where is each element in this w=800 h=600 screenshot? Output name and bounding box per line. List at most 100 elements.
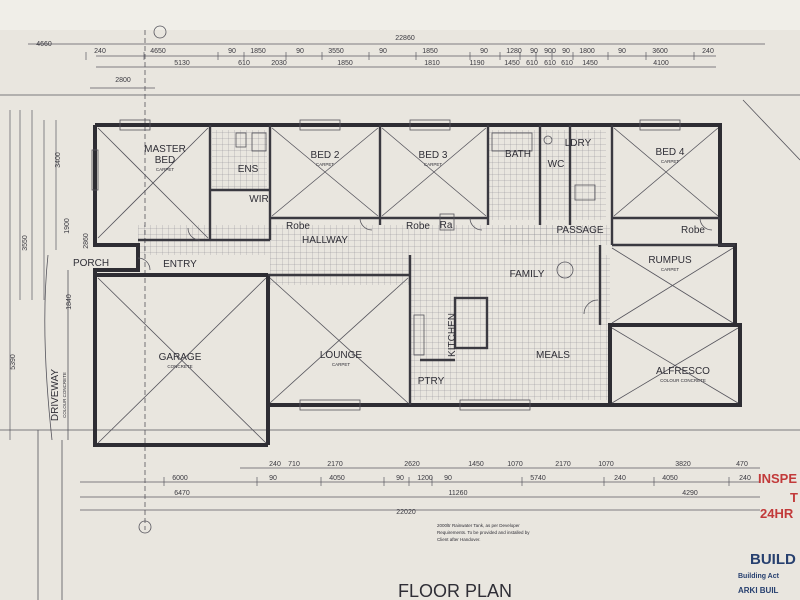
room-label-family: FAMILY: [510, 269, 545, 280]
rainwater-tank-note: 2000ltr Rainwater Tank, as per Developer: [437, 523, 520, 528]
room-label-master-bed: MASTER: [144, 144, 186, 155]
room-label-bed-2: BED 2: [311, 150, 340, 161]
dimension-top-row2: 1450: [582, 60, 598, 67]
dimension-bottom-row2: 90: [269, 475, 277, 482]
dimension-top-row1: 90: [228, 48, 236, 55]
dimension-top-row1: 240: [94, 48, 106, 55]
floor-plan-title: FLOOR PLAN: [398, 581, 512, 600]
dimension-bottom-row2: 1200: [417, 475, 433, 482]
dimension-top-row1: 1280: [506, 48, 522, 55]
driveway-edge: [44, 254, 69, 441]
section-marker-top: [153, 25, 167, 39]
dimension-top-row1: 240: [702, 48, 714, 55]
fridge: [439, 213, 455, 231]
dimension-overall-bottom: 22020: [396, 509, 416, 516]
dimension-top-row2: 1810: [424, 60, 440, 67]
sheet-top-margin: [0, 0, 800, 30]
dimension-top-row1: 90: [296, 48, 304, 55]
room-label-master-bed: BED: [155, 155, 176, 166]
inspection-heading-hr: 24HR: [760, 506, 794, 521]
dimension-top-row1: 1850: [422, 48, 438, 55]
room-finish: CARPET: [332, 362, 351, 367]
dimension-bottom-row3: 6470: [174, 490, 190, 497]
dimension-top-row1: 90: [530, 48, 538, 55]
room-label-rumpus: RUMPUS: [648, 255, 692, 266]
door-swings: [137, 217, 713, 315]
dimension-top-row2: 610: [526, 60, 538, 67]
room-label-porch: PORCH: [73, 258, 109, 269]
fireplace-symbol: [556, 261, 574, 279]
dimension-bottom-row2: 6000: [172, 475, 188, 482]
kitchen-bench: [413, 314, 425, 356]
room-label-bed-3: BED 3: [419, 150, 448, 161]
exterior-walls: [93, 123, 742, 447]
room-label-meals: MEALS: [536, 350, 570, 361]
room-label-lounge: LOUNGE: [320, 350, 363, 361]
room-diagonals: [97, 127, 739, 444]
rainwater-tank-note: Client after Handover.: [437, 537, 481, 542]
interior-walls: [138, 125, 735, 405]
dimension-bottom-row2: 90: [444, 475, 452, 482]
room-label-bath: BATH: [505, 149, 531, 160]
toilet-wc: [543, 135, 553, 145]
dimension-left: 5390: [10, 354, 17, 370]
tiled-floor: [138, 130, 610, 400]
dimension-top-row2: 5130: [174, 60, 190, 67]
dimension-bottom-row1: 1070: [507, 461, 523, 468]
room-label-passage: PASSAGE: [556, 225, 603, 236]
room-finish: CARPET: [661, 267, 680, 272]
dimension-bottom-row1: 1450: [468, 461, 484, 468]
inspection-heading: INSPE: [758, 471, 797, 486]
dimension-left: 3550: [22, 235, 29, 251]
room-label-driveway: DRIVEWAY: [50, 369, 61, 422]
dimension-top-row2: 1450: [504, 60, 520, 67]
dimension-top-row2: 610: [238, 60, 250, 67]
dimension-top-row1: 90: [618, 48, 626, 55]
dimension-bottom-row1: 3820: [675, 461, 691, 468]
dimension-bottom-row1: 2620: [404, 461, 420, 468]
room-finish: CONCRETE: [167, 364, 192, 369]
dimension-bottom-row2: 240: [614, 475, 626, 482]
bottom-dimensions: [80, 467, 760, 511]
dimension-overall-top: 22860: [395, 35, 415, 42]
room-finish: CARPET: [424, 162, 443, 167]
toilet-ens: [235, 132, 247, 148]
dimension-top-row1: 3600: [652, 48, 668, 55]
builder-subtitle: Building Act: [738, 573, 780, 580]
dimension-bottom-row2: 4050: [329, 475, 345, 482]
dimension-bottom-row1: 1070: [598, 461, 614, 468]
robe-label: Robe: [406, 221, 430, 232]
dimension-bottom-row2: 90: [396, 475, 404, 482]
room-label-ens: ENS: [238, 164, 259, 175]
room-finish: COLOUR CONCRETE: [660, 378, 706, 383]
laundry-tub: [574, 184, 596, 201]
dimension-bottom-row2: 5740: [530, 475, 546, 482]
builder-name: ARKI BUIL: [738, 586, 779, 595]
kitchen-island: [453, 296, 489, 350]
inspection-heading-t: T: [790, 490, 798, 505]
dimension-top-row2: 2030: [271, 60, 287, 67]
dimension-top-row1: 4650: [150, 48, 166, 55]
room-label-entry: ENTRY: [163, 259, 197, 270]
dimension-top-row1: 90: [480, 48, 488, 55]
dimension-left: 2860: [83, 233, 90, 249]
dimension-top-row2: 610: [544, 60, 556, 67]
fixture-label: Ra: [440, 220, 453, 231]
dimension-bottom-row2: 4050: [662, 475, 678, 482]
room-label-bed-4: BED 4: [656, 147, 685, 158]
dimension-bottom-row1: 710: [288, 461, 300, 468]
room-finish: CARPET: [316, 162, 335, 167]
room-label-kitchen: KITCHEN: [447, 313, 458, 357]
dimension-top-row2: 610: [561, 60, 573, 67]
dimension-top-row1: 3550: [328, 48, 344, 55]
dimension-top-row1: 900: [544, 48, 556, 55]
dimension-bottom-row2: 240: [739, 475, 751, 482]
room-label-hallway: HALLWAY: [302, 235, 348, 246]
dimension-top-row2: 4100: [653, 60, 669, 67]
room-label-ptry: PTRY: [418, 376, 445, 387]
room-label-alfresco: ALFRESCO: [656, 366, 710, 377]
rainwater-tank-note: Requirements. To be provided and install…: [437, 530, 530, 535]
dimension-bottom-row1: 2170: [327, 461, 343, 468]
dimension-left: 1900: [64, 218, 71, 234]
